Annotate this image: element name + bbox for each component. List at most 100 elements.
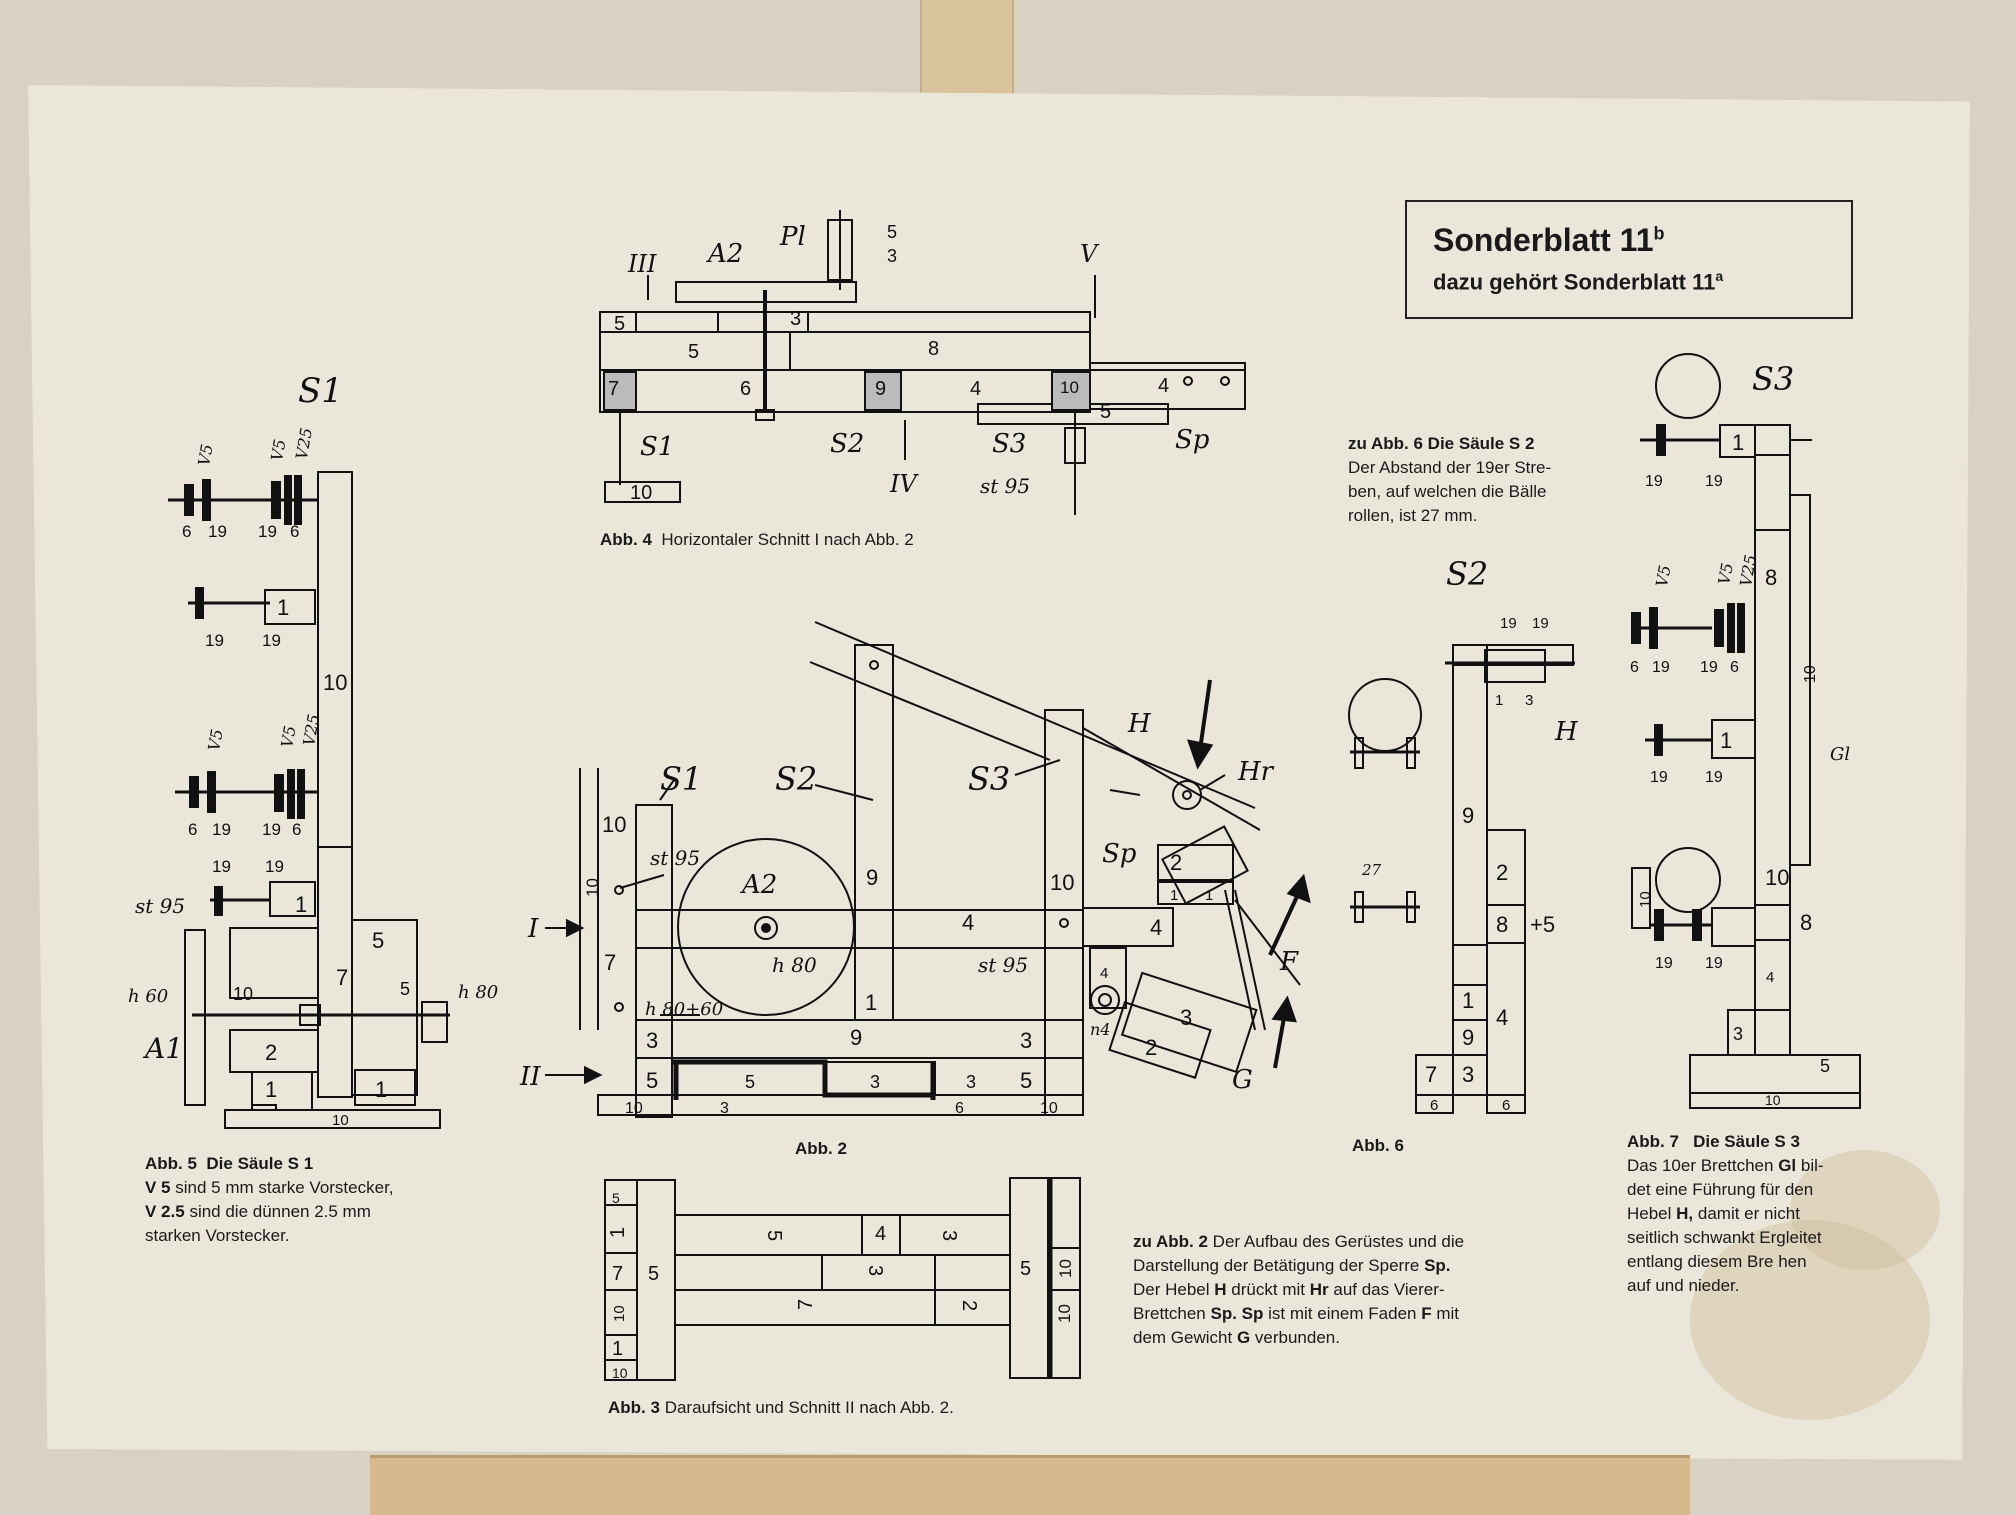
svg-text:2: 2: [1496, 860, 1508, 885]
svg-text:4: 4: [1100, 965, 1108, 982]
svg-text:Hr: Hr: [1237, 757, 1275, 787]
svg-text:27: 27: [1361, 861, 1382, 879]
svg-text:III: III: [627, 250, 657, 278]
svg-text:st 95: st 95: [978, 953, 1028, 977]
svg-text:S1: S1: [660, 760, 702, 798]
svg-text:3: 3: [1180, 1005, 1192, 1030]
svg-text:V25: V25: [299, 713, 323, 748]
svg-text:5: 5: [688, 341, 699, 363]
svg-text:4: 4: [970, 378, 981, 400]
svg-text:5: 5: [1820, 1056, 1830, 1076]
svg-text:8: 8: [1765, 565, 1777, 590]
water-stain: [1790, 1150, 1940, 1270]
svg-text:V5: V5: [1714, 561, 1736, 586]
svg-text:V5: V5: [277, 724, 299, 749]
svg-text:st 95: st 95: [135, 894, 185, 918]
svg-text:19: 19: [1500, 615, 1517, 632]
svg-text:10: 10: [602, 812, 626, 837]
svg-text:4: 4: [875, 1223, 886, 1245]
svg-text:10: 10: [625, 1100, 643, 1117]
svg-text:7: 7: [795, 1299, 817, 1310]
svg-text:9: 9: [1462, 803, 1474, 828]
svg-text:h 80: h 80: [772, 953, 817, 977]
svg-text:10: 10: [1056, 1259, 1075, 1278]
svg-text:h 80: h 80: [458, 982, 498, 1003]
svg-text:V5: V5: [204, 728, 226, 753]
svg-text:7: 7: [1425, 1062, 1437, 1087]
svg-text:h 80+60: h 80+60: [645, 999, 723, 1020]
svg-text:7: 7: [612, 1263, 623, 1285]
caption-abb7: Abb. 7 Die Säule S 3 Das 10er Brettchen …: [1627, 1132, 1824, 1295]
caption-abb6: Abb. 6: [1352, 1136, 1404, 1155]
svg-text:6: 6: [955, 1100, 964, 1117]
svg-text:7: 7: [604, 950, 616, 975]
figure-abb6: [1348, 644, 1575, 1114]
svg-text:9: 9: [875, 378, 886, 400]
svg-text:3: 3: [720, 1100, 729, 1117]
svg-text:G: G: [1232, 1065, 1253, 1095]
title-box: [1405, 200, 1853, 319]
svg-text:I: I: [527, 914, 539, 944]
figure-abb3: [604, 1177, 1081, 1381]
svg-text:9: 9: [866, 865, 878, 890]
svg-text:4: 4: [1766, 969, 1774, 986]
figure-abb5: [168, 471, 450, 1129]
svg-text:10: 10: [630, 482, 652, 504]
svg-text:3: 3: [1462, 1062, 1474, 1087]
easel-base: [370, 1455, 1690, 1515]
svg-text:10: 10: [1060, 378, 1079, 397]
svg-text:6: 6: [1630, 659, 1639, 676]
svg-text:1: 1: [265, 1077, 277, 1102]
svg-text:4: 4: [962, 910, 974, 935]
svg-text:Sp: Sp: [1102, 839, 1137, 869]
svg-text:10: 10: [1637, 891, 1654, 908]
svg-text:19: 19: [1705, 955, 1723, 972]
svg-text:+5: +5: [1530, 912, 1555, 937]
svg-text:Pl: Pl: [779, 222, 806, 252]
caption-abb5: Abb. 5 Die Säule S 1 V 5 sind 5 mm stark…: [145, 1154, 394, 1245]
svg-text:S1: S1: [298, 371, 343, 411]
svg-text:3: 3: [864, 1265, 886, 1276]
svg-text:8: 8: [1496, 912, 1508, 937]
svg-text:S3: S3: [1752, 360, 1794, 398]
svg-text:1: 1: [1462, 988, 1474, 1013]
svg-text:6: 6: [290, 522, 299, 541]
svg-text:19: 19: [1700, 659, 1718, 676]
svg-text:V5: V5: [194, 443, 216, 468]
svg-text:19: 19: [1650, 769, 1668, 786]
svg-text:9: 9: [1462, 1025, 1474, 1050]
svg-text:19: 19: [1652, 659, 1670, 676]
svg-text:7: 7: [608, 378, 619, 400]
svg-text:8: 8: [1800, 910, 1812, 935]
svg-text:19: 19: [262, 631, 281, 650]
svg-text:S3: S3: [992, 429, 1026, 459]
svg-text:S2: S2: [775, 760, 817, 798]
svg-text:19: 19: [262, 820, 281, 839]
easel-post: [920, 0, 1014, 110]
svg-text:10: 10: [1765, 865, 1789, 890]
svg-text:5: 5: [763, 1230, 785, 1241]
svg-text:A2: A2: [740, 870, 777, 900]
water-stain: [1690, 1220, 1930, 1420]
svg-text:V5: V5: [1652, 564, 1674, 589]
svg-text:5: 5: [887, 222, 897, 242]
svg-text:6: 6: [740, 378, 751, 400]
svg-text:1: 1: [865, 990, 877, 1015]
svg-text:19: 19: [265, 857, 284, 876]
caption-abb2: Abb. 2: [795, 1139, 847, 1158]
svg-text:6: 6: [182, 522, 191, 541]
svg-text:H: H: [1554, 717, 1579, 747]
svg-text:st 95: st 95: [650, 846, 700, 870]
figure-abb4: [599, 210, 1246, 515]
svg-text:st 95: st 95: [980, 474, 1030, 498]
sheet-subtitle: dazu gehört Sonderblatt 11a: [1433, 268, 1724, 295]
svg-text:F: F: [1279, 947, 1299, 977]
svg-text:5: 5: [648, 1263, 659, 1285]
svg-text:6: 6: [1730, 659, 1739, 676]
svg-text:A2: A2: [706, 239, 743, 269]
svg-text:19: 19: [1532, 615, 1549, 632]
svg-text:5: 5: [1100, 401, 1111, 423]
figure-abb7: [1631, 353, 1861, 1109]
svg-text:19: 19: [212, 820, 231, 839]
